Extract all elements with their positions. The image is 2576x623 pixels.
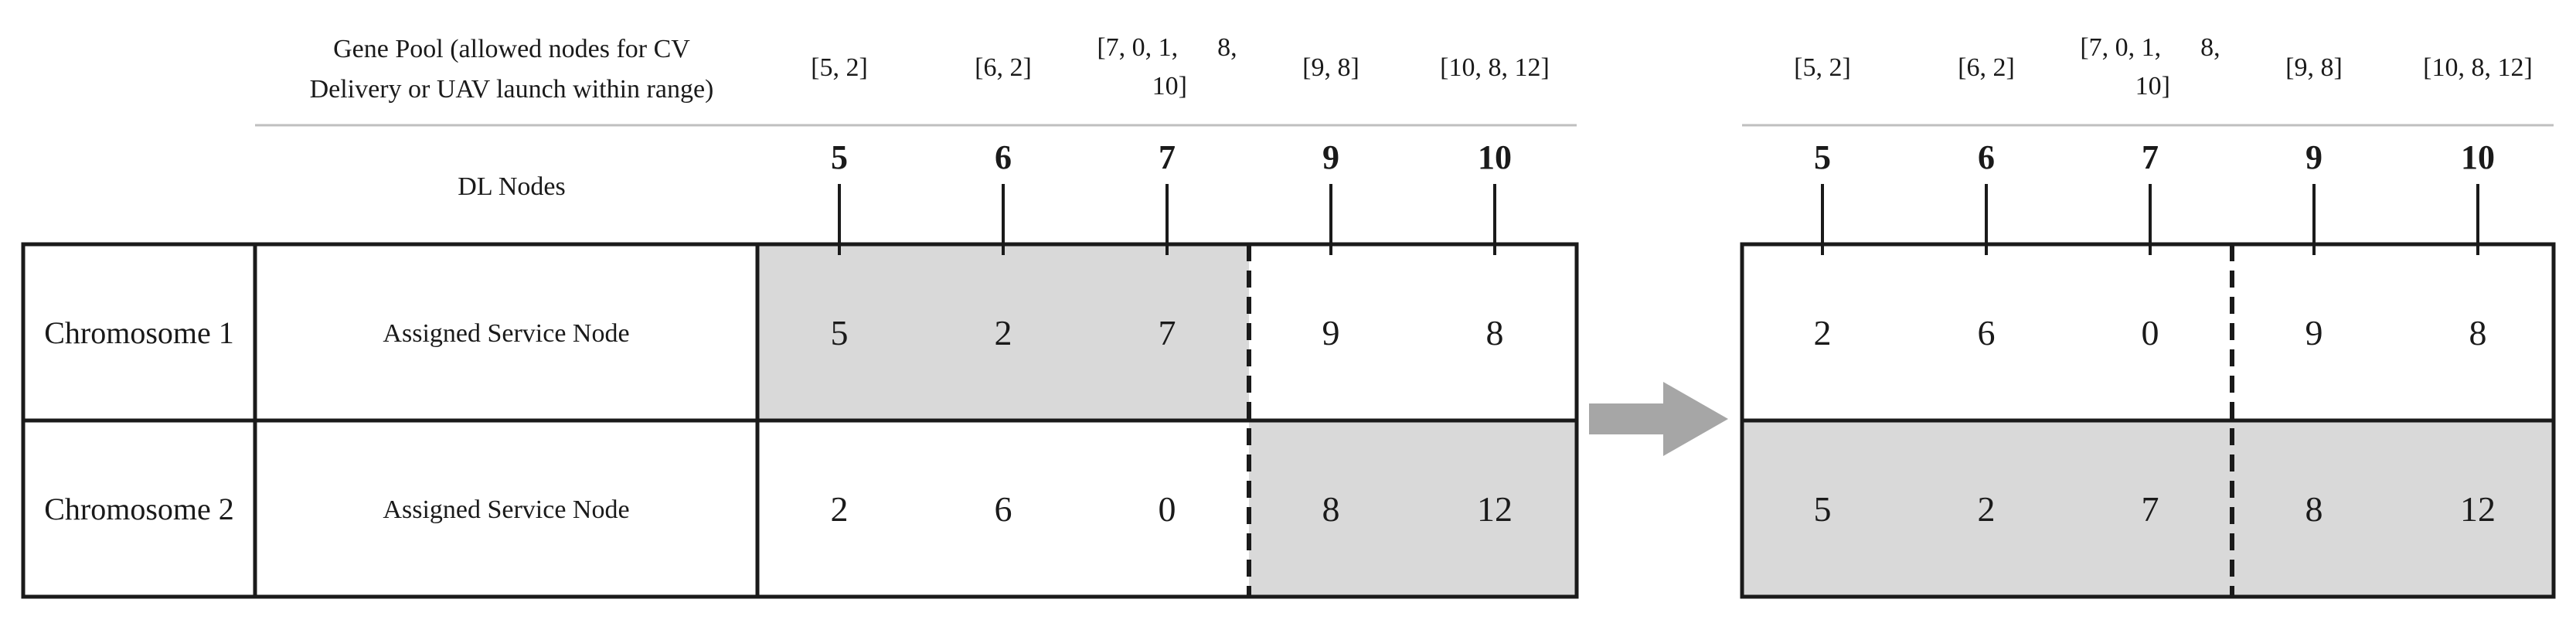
r2-gene-node-9: 8 [2305,489,2323,529]
c1-gene-node-7: 7 [1159,313,1176,352]
left-panel: Gene Pool (allowed nodes for CV Delivery… [21,33,1579,599]
c2-gene-node-7: 0 [1159,489,1176,529]
gene-pool-node-7-line1: [7, 0, 1, 8, [1097,33,1237,62]
c2-gene-node-5: 2 [831,489,849,529]
r-dl-node-5: 5 [1814,138,1831,176]
c1-gene-node-9: 9 [1322,313,1340,352]
chromosome-1-label: Chromosome 1 [44,315,234,350]
r1-gene-node-5: 2 [1814,313,1832,352]
gene-pool-node-10: [10, 8, 12] [1440,53,1550,82]
r-gene-pool-node-5: [5, 2] [1794,53,1851,82]
r-dl-node-10: 10 [2461,138,2495,176]
gene-pool-node-7-line2: 10] [1152,72,1187,100]
row-1-service-label: Assigned Service Node [383,319,629,348]
c1-gene-node-10: 8 [1486,313,1504,352]
right-panel: [5, 2] [6, 2] [7, 0, 1, 8, 10] [9, 8] [1… [1740,33,2556,599]
dl-node-7: 7 [1159,138,1176,176]
gene-pool-header-line2: Delivery or UAV launch within range) [310,75,714,104]
crossover-arrow [1589,382,1728,456]
shade-c2-right [1249,420,1577,597]
r-dl-node-6: 6 [1978,138,1995,176]
r-gene-pool-node-7-line2: 10] [2135,72,2170,100]
c2-gene-node-6: 6 [995,489,1012,529]
r1-gene-node-10: 8 [2469,313,2487,352]
r1-gene-node-9: 9 [2305,313,2323,352]
r-gene-pool-node-10: [10, 8, 12] [2423,53,2533,82]
shade-c1-left [757,244,1249,420]
row-2-service-label: Assigned Service Node [383,495,629,524]
r-dl-node-9: 9 [2305,138,2322,176]
dl-node-10: 10 [1478,138,1512,176]
r2-gene-node-6: 2 [1978,489,1996,529]
r2-gene-node-10: 12 [2460,489,2496,529]
r1-gene-node-6: 6 [1978,313,1996,352]
r1-gene-node-7: 0 [2142,313,2159,352]
dl-node-6: 6 [995,138,1012,176]
dl-node-5: 5 [831,138,848,176]
chromosome-2-label: Chromosome 2 [44,492,234,526]
r-gene-pool-node-9: [9, 8] [2285,53,2343,82]
dl-node-9: 9 [1322,138,1339,176]
r-gene-pool-node-7-line1: [7, 0, 1, 8, [2080,33,2220,62]
r-dl-node-7: 7 [2142,138,2159,176]
gene-pool-node-6: [6, 2] [975,53,1032,82]
c2-gene-node-9: 8 [1322,489,1340,529]
dl-nodes-label: DL Nodes [458,172,565,201]
c1-gene-node-5: 5 [831,313,849,352]
gene-pool-node-9: [9, 8] [1302,53,1359,82]
r-gene-pool-node-6: [6, 2] [1958,53,2015,82]
shade-r2-full [1742,420,2554,597]
gene-pool-node-5: [5, 2] [811,53,868,82]
c1-gene-node-6: 2 [995,313,1012,352]
gene-pool-header-line1: Gene Pool (allowed nodes for CV [333,35,690,63]
r2-gene-node-7: 7 [2142,489,2159,529]
c2-gene-node-10: 12 [1477,489,1513,529]
r2-gene-node-5: 5 [1814,489,1832,529]
